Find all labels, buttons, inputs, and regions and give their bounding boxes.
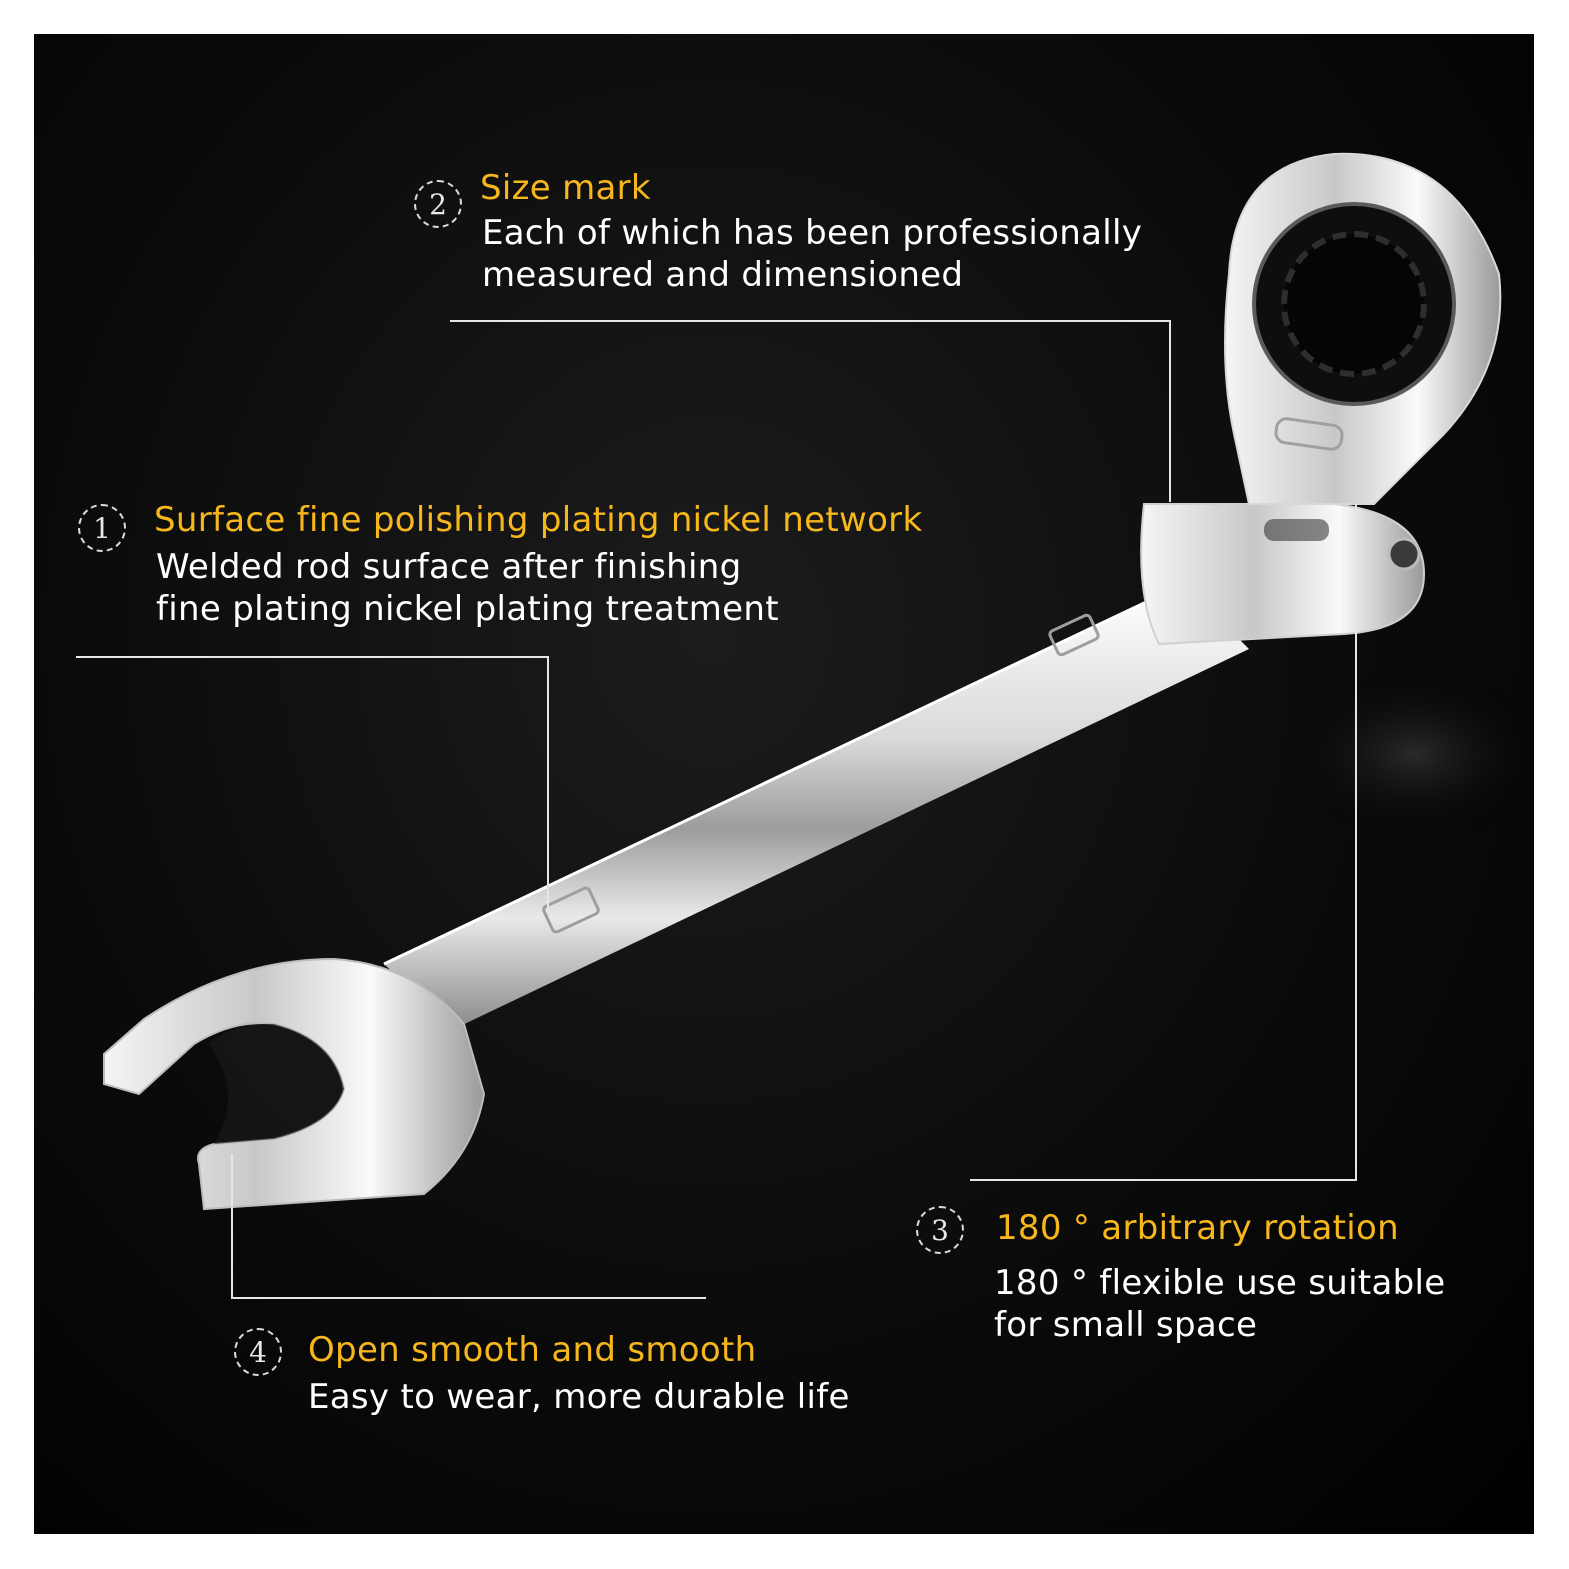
feature-number-badge: 2: [414, 180, 462, 228]
wrench-handle: [383, 582, 1249, 1029]
feature-title: Open smooth and smooth: [308, 1330, 757, 1370]
feature-number-badge: 3: [916, 1206, 964, 1254]
product-feature-image: 2 Size mark Each of which has been profe…: [34, 34, 1534, 1534]
feature-description-line: Each of which has been professionally: [482, 213, 1143, 253]
feature-description-line: Easy to wear, more durable life: [308, 1377, 850, 1417]
wrench-open-end: [103, 957, 486, 1211]
feature-description-line: measured and dimensioned: [482, 255, 964, 295]
feature-title: 180 ° arbitrary rotation: [996, 1208, 1399, 1248]
feature-title: Size mark: [480, 168, 651, 208]
feature-description-line: Welded rod surface after finishing: [156, 547, 742, 587]
feature-description-line: for small space: [994, 1305, 1258, 1345]
feature-description: 180 ° flexible use suitable for small sp…: [994, 1262, 1445, 1346]
floor-reflection: [1274, 664, 1534, 844]
leader-line-2: [450, 320, 1171, 502]
leader-line-1: [76, 656, 549, 912]
wrench-illustration: [76, 152, 1534, 1299]
size-stamp-marks: [542, 613, 1100, 934]
leader-line-3: [970, 504, 1357, 1181]
feature-number-badge: 4: [234, 1328, 282, 1376]
leader-lines: [76, 320, 1357, 1299]
feature-description: Easy to wear, more durable life: [308, 1376, 850, 1418]
feature-description: Each of which has been professionally me…: [482, 212, 1142, 296]
feature-description-line: fine plating nickel plating treatment: [156, 589, 779, 629]
leader-line-4: [231, 1154, 706, 1299]
feature-description: Welded rod surface after finishing fine …: [156, 546, 779, 630]
feature-title: Surface fine polishing plating nickel ne…: [154, 500, 923, 540]
feature-description-line: 180 ° flexible use suitable: [994, 1263, 1446, 1303]
feature-number-badge: 1: [78, 504, 126, 552]
wrench-hinge: [1140, 503, 1426, 646]
wrench-ratchet-head: [1224, 152, 1502, 505]
